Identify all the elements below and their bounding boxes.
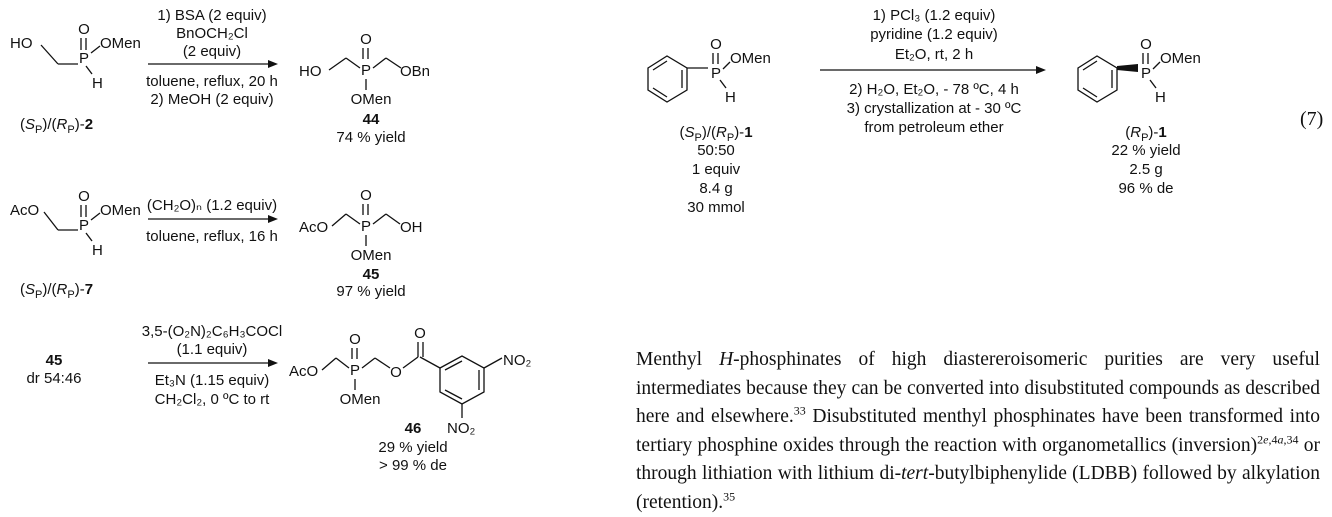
cond-7-5: 3) crystallization at - 30 ºC xyxy=(847,100,1022,117)
product-yield-45: 97 % yield xyxy=(336,283,405,300)
atom-o: O xyxy=(414,325,426,342)
atom-p: P xyxy=(350,362,360,379)
reaction-44: HO O P OMen H (SP)/(RP)-2 1) BSA (2 equi… xyxy=(10,7,430,146)
reactant-label-2: (SP)/(RP)-2 xyxy=(20,116,93,136)
cond-44-5: 2) MeOH (2 equiv) xyxy=(150,91,273,108)
atom-o: O xyxy=(390,364,402,381)
atom-omen: OMen xyxy=(351,247,392,264)
atom-o: O xyxy=(710,36,722,53)
reactant-ratio: 50:50 xyxy=(697,142,735,159)
atom-aco: AcO xyxy=(289,363,318,380)
atom-p: P xyxy=(361,218,371,235)
cond-44-2: BnOCH₂Cl xyxy=(176,25,248,42)
cond-46-4: CH₂Cl₂, 0 ºC to rt xyxy=(155,391,270,408)
atom-p: P xyxy=(79,50,89,67)
atom-p: P xyxy=(1141,65,1151,82)
cond-46-2: (1.1 equiv) xyxy=(177,341,248,358)
cond-44-1: 1) BSA (2 equiv) xyxy=(157,7,266,24)
atom-o: O xyxy=(1140,36,1152,53)
cond-45-2: toluene, reflux, 16 h xyxy=(146,228,278,245)
reactant-mmol: 30 mmol xyxy=(687,199,745,216)
atom-h: H xyxy=(92,242,103,259)
atom-omen: OMen xyxy=(340,391,381,408)
product-yield-44: 74 % yield xyxy=(336,129,405,146)
atom-o: O xyxy=(360,31,372,48)
cond-7-2: pyridine (1.2 equiv) xyxy=(870,26,998,43)
cond-45-1: (CH₂O)ₙ (1.2 equiv) xyxy=(147,197,277,214)
cond-46-1: 3,5-(O₂N)₂C₆H₃COCl xyxy=(142,323,282,340)
product-label-1: (RP)-1 xyxy=(1125,124,1167,144)
atom-obn: OBn xyxy=(400,63,430,80)
atom-h: H xyxy=(1155,89,1166,106)
atom-omen: OMen xyxy=(100,35,141,52)
cond-44-4: toluene, reflux, 20 h xyxy=(146,73,278,90)
reactant-equiv: 1 equiv xyxy=(692,161,741,178)
atom-ho: HO xyxy=(10,35,33,52)
atom-h: H xyxy=(92,75,103,92)
product-number-45: 45 xyxy=(363,266,380,283)
atom-p: P xyxy=(79,217,89,234)
reactant-dr: dr 54:46 xyxy=(26,370,81,387)
reaction-45: AcO O P OMen H (SP)/(RP)-7 (CH₂O)ₙ (1.2 … xyxy=(10,187,423,301)
atom-o: O xyxy=(78,188,90,205)
reaction-schemes: HO O P OMen H (SP)/(RP)-2 1) BSA (2 equi… xyxy=(10,7,1323,474)
product-de-1: 96 % de xyxy=(1118,180,1173,197)
atom-h: H xyxy=(725,89,736,106)
cond-44-3: (2 equiv) xyxy=(183,43,241,60)
product-yield-1: 22 % yield xyxy=(1111,142,1180,159)
cond-7-3: Et₂O, rt, 2 h xyxy=(895,46,973,63)
reactant-label-7: (SP)/(RP)-7 xyxy=(20,281,93,301)
reaction-46: 45 dr 54:46 3,5-(O₂N)₂C₆H₃COCl (1.1 equi… xyxy=(26,323,531,474)
product-mass-1: 2.5 g xyxy=(1129,161,1162,178)
product-number-44: 44 xyxy=(363,111,380,128)
reaction-7: O P OMen H (SP)/(RP)-1 50:50 1 equiv 8.4… xyxy=(647,7,1323,216)
body-paragraph: Menthyl H-phosphinates of high diasterer… xyxy=(636,346,1320,517)
atom-oh: OH xyxy=(400,219,423,236)
atom-o: O xyxy=(78,21,90,38)
atom-omen: OMen xyxy=(1160,50,1201,67)
cond-7-6: from petroleum ether xyxy=(864,119,1003,136)
paragraph-text: Menthyl H-phosphinates of high diasterer… xyxy=(636,349,1321,513)
product-de-46: > 99 % de xyxy=(379,457,447,474)
atom-p: P xyxy=(711,65,721,82)
atom-aco: AcO xyxy=(10,202,39,219)
atom-no2: NO₂ xyxy=(503,352,532,369)
product-yield-46: 29 % yield xyxy=(378,439,447,456)
equation-number: (7) xyxy=(1300,108,1323,130)
atom-aco: AcO xyxy=(299,219,328,236)
atom-omen: OMen xyxy=(100,202,141,219)
reactant-mass: 8.4 g xyxy=(699,180,732,197)
reactant-label-1: (SP)/(RP)-1 xyxy=(679,124,752,144)
atom-ho: HO xyxy=(299,63,322,80)
atom-omen: OMen xyxy=(351,91,392,108)
cond-46-3: Et₃N (1.15 equiv) xyxy=(155,372,270,389)
atom-no2: NO₂ xyxy=(447,420,476,437)
atom-omen: OMen xyxy=(730,50,771,67)
product-number-46: 46 xyxy=(405,420,422,437)
cond-7-1: 1) PCl₃ (1.2 equiv) xyxy=(873,7,996,24)
reactant-number-45: 45 xyxy=(46,352,63,369)
atom-o: O xyxy=(349,331,361,348)
cond-7-4: 2) H₂O, Et₂O, - 78 ºC, 4 h xyxy=(849,81,1019,98)
atom-p: P xyxy=(361,62,371,79)
atom-o: O xyxy=(360,187,372,204)
